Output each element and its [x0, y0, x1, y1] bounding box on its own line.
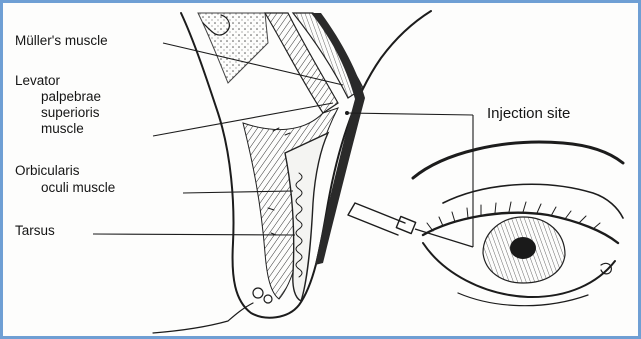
label-orbicularis-line-2: oculi muscle — [41, 180, 115, 196]
label-levator-line-2: palpebrae — [41, 89, 101, 105]
syringe-illustration — [348, 203, 473, 247]
eyelid-cross-section — [153, 11, 431, 333]
label-levator-line-4: muscle — [41, 121, 84, 137]
label-levator-line-1: Levator — [15, 73, 60, 89]
label-mullers-muscle: Müller's muscle — [15, 33, 108, 49]
label-injection-site: Injection site — [487, 105, 570, 123]
pupil — [510, 237, 536, 259]
label-levator-line-3: superioris — [41, 105, 100, 121]
eyebrow — [413, 142, 623, 178]
eye-illustration — [413, 142, 623, 306]
label-orbicularis-line-1: Orbicularis — [15, 163, 80, 179]
eyelid-anatomy-illustration — [3, 3, 638, 336]
label-tarsus: Tarsus — [15, 223, 55, 239]
orbital-fat — [198, 13, 268, 83]
